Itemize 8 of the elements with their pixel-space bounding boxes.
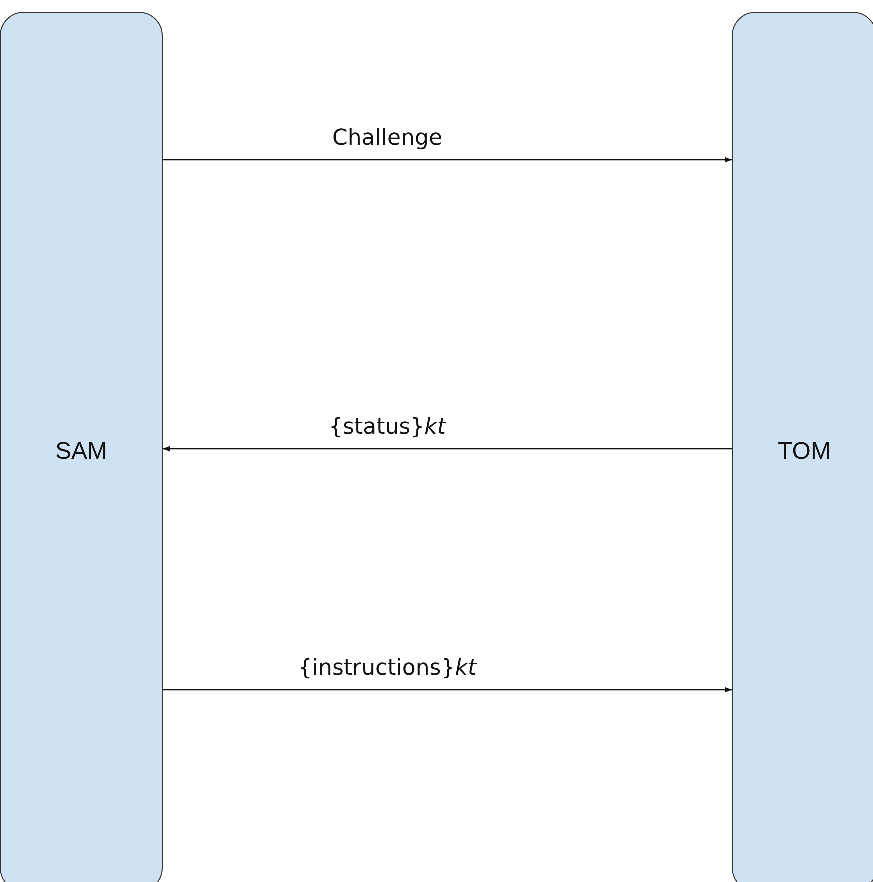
edge-label: Challenge: [330, 126, 444, 151]
participant-label: SAM: [55, 438, 108, 466]
message-arrow: [163, 687, 732, 693]
lifeline-bar: [0, 12, 163, 882]
participant-label: TOM: [778, 438, 831, 466]
message-arrow: [163, 446, 732, 452]
message-arrow: [163, 157, 732, 163]
lifeline-bar: [732, 12, 873, 882]
